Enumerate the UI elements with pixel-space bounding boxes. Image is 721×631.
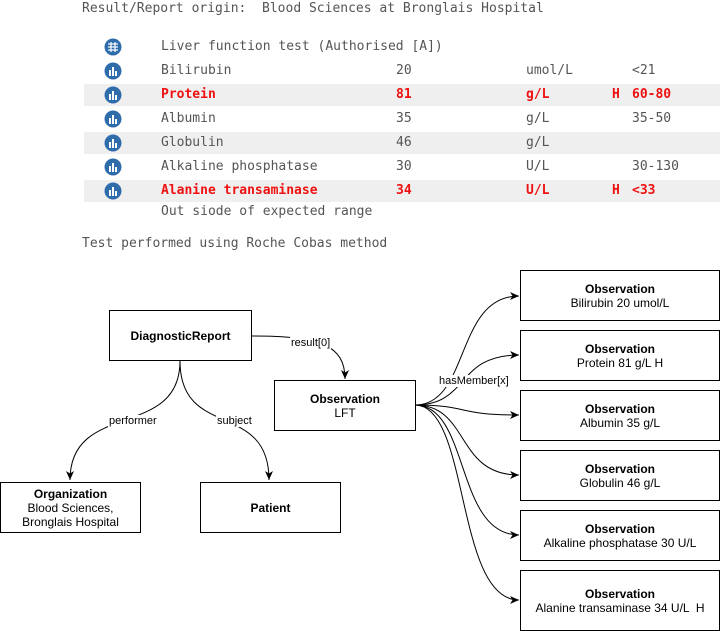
result-value: 81 — [396, 87, 412, 102]
result-range: 35-50 — [632, 111, 672, 126]
result-row[interactable]: Bilirubin 20 umol/L <21 — [84, 60, 720, 82]
member-observation-text: Alanine transaminase 34 U/L H — [535, 600, 705, 615]
observation-lft-title: Observation — [309, 391, 381, 406]
panel-title: Liver function test (Authorised [A]) — [161, 39, 443, 54]
result-range: <21 — [632, 63, 656, 78]
result-unit: umol/L — [526, 63, 573, 78]
result-unit: g/L — [526, 135, 550, 150]
method-note: Test performed using Roche Cobas method — [82, 236, 388, 251]
member-observation-title: Observation — [584, 281, 656, 296]
result-value: 34 — [396, 183, 412, 198]
range-note: Out siode of expected range — [161, 204, 373, 219]
result-unit: g/L — [526, 111, 550, 126]
result-range: 30-130 — [632, 159, 679, 174]
result-row[interactable]: Protein 81 g/L H 60-80 — [84, 84, 720, 106]
result-row[interactable]: Alkaline phosphatase 30 U/L 30-130 — [84, 156, 720, 178]
patient-label: Patient — [250, 500, 291, 515]
edge-label-has-member: hasMember[x] — [438, 375, 510, 387]
result-unit: g/L — [526, 87, 550, 102]
result-name: Bilirubin — [161, 63, 232, 78]
member-observation-text: Globulin 46 g/L — [579, 475, 661, 490]
result-value: 30 — [396, 159, 412, 174]
edge-label-subject: subject — [216, 415, 253, 427]
organization-line1: Blood Sciences, — [27, 500, 114, 515]
member-observation-title: Observation — [584, 521, 656, 536]
result-row[interactable]: Albumin 35 g/L 35-50 — [84, 108, 720, 130]
result-flag: H — [612, 87, 620, 102]
member-observation-title: Observation — [584, 341, 656, 356]
edge-member-4 — [414, 404, 520, 479]
table-grid-icon — [104, 38, 122, 56]
result-name: Alkaline phosphatase — [161, 159, 318, 174]
member-observation-text: Albumin 35 g/L — [579, 415, 661, 430]
result-row[interactable]: Globulin 46 g/L — [84, 132, 720, 154]
result-flag: H — [612, 183, 620, 198]
observation-lft-subtitle: LFT — [334, 405, 356, 420]
result-name: Albumin — [161, 111, 216, 126]
panel-header-row[interactable]: Liver function test (Authorised [A]) — [84, 36, 720, 58]
result-name: Globulin — [161, 135, 224, 150]
result-unit: U/L — [526, 159, 550, 174]
result-row[interactable]: Alanine transaminase 34 U/L H <33 — [84, 180, 720, 202]
member-observation-title: Observation — [584, 461, 656, 476]
diagnostic-report-label: DiagnosticReport — [130, 328, 231, 343]
edge-member-5 — [414, 404, 520, 539]
result-range: 60-80 — [632, 87, 672, 102]
result-name: Alanine transaminase — [161, 183, 318, 198]
edge-label-performer: performer — [108, 415, 158, 427]
bar-chart-icon — [104, 86, 122, 104]
diagnostic-report-node[interactable]: DiagnosticReport — [109, 310, 252, 361]
edge-label-result: result[0] — [290, 337, 332, 349]
result-unit: U/L — [526, 183, 550, 198]
result-name: Protein — [161, 87, 216, 102]
organization-node[interactable]: Organization Blood Sciences, Bronglais H… — [0, 482, 141, 533]
edge-member-3 — [414, 404, 520, 419]
report-origin: Result/Report origin: Blood Sciences at … — [82, 1, 544, 16]
edge-member-1 — [414, 292, 520, 406]
patient-node[interactable]: Patient — [200, 482, 341, 533]
member-observation-text: Bilirubin 20 umol/L — [570, 295, 670, 310]
result-value: 35 — [396, 111, 412, 126]
observation-lft-node[interactable]: Observation LFT — [274, 380, 416, 431]
bar-chart-icon — [104, 182, 122, 200]
member-observation-text: Alkaline phosphatase 30 U/L — [543, 535, 697, 550]
member-observation-text: Protein 81 g/L H — [576, 355, 664, 370]
bar-chart-icon — [104, 134, 122, 152]
result-range: <33 — [632, 183, 656, 198]
result-value: 46 — [396, 135, 412, 150]
member-observation-title: Observation — [584, 586, 656, 601]
result-value: 20 — [396, 63, 412, 78]
edge-member-6 — [414, 404, 520, 604]
member-observation-title: Observation — [584, 401, 656, 416]
bar-chart-icon — [104, 158, 122, 176]
organization-line2: Bronglais Hospital — [22, 514, 119, 529]
organization-title: Organization — [33, 486, 108, 501]
bar-chart-icon — [104, 110, 122, 128]
bar-chart-icon — [104, 62, 122, 80]
